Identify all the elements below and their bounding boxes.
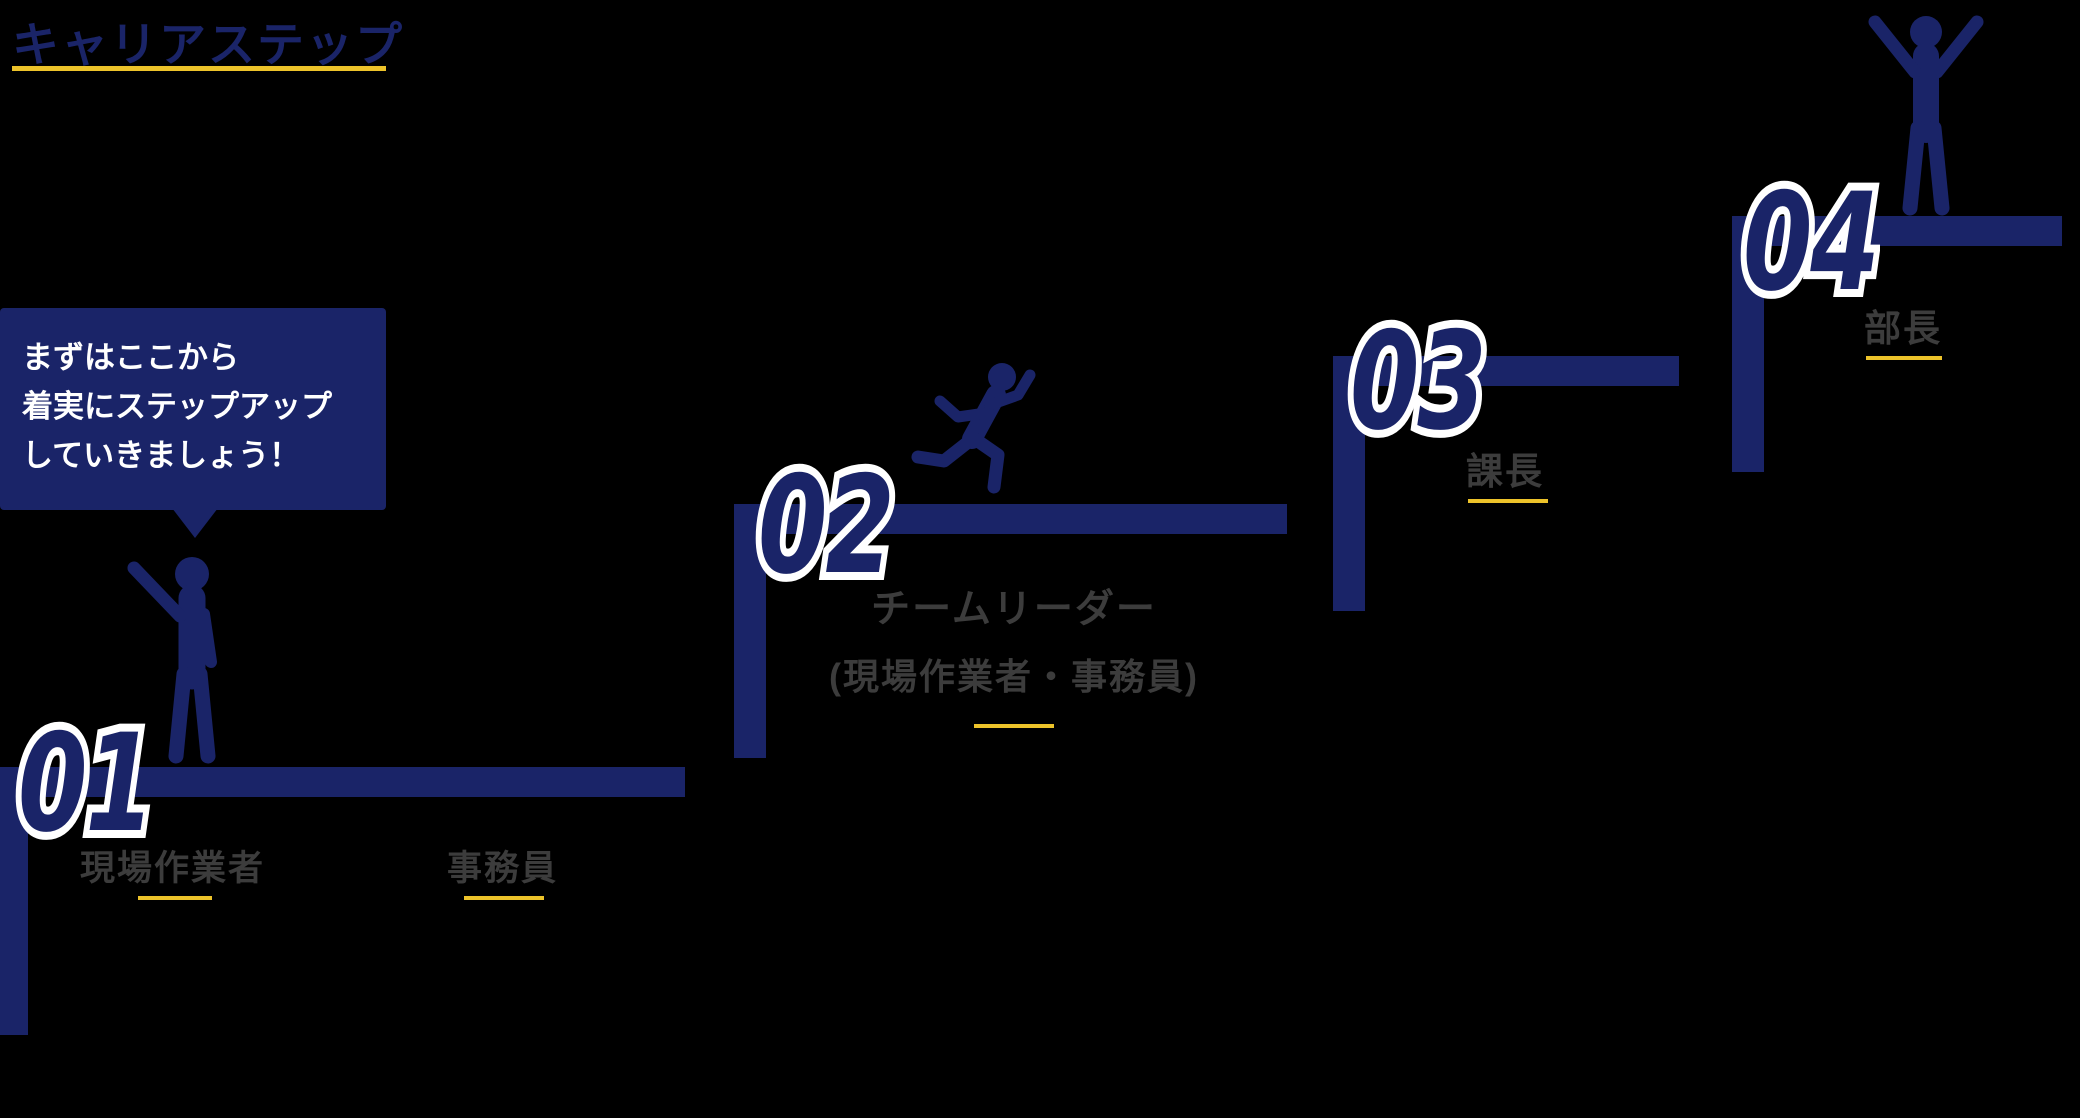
step4-tread	[1732, 216, 2062, 246]
title-underline	[12, 66, 386, 71]
speech-bubble-line-2: 着実にステップアップ	[22, 388, 332, 424]
running-person-icon	[910, 361, 1050, 504]
step2-label-sub: (現場作業者・事務員)	[829, 656, 1199, 697]
step3-tread	[1333, 356, 1679, 386]
step1-label-office-worker-underline	[464, 896, 544, 900]
step4-number-outline: 04	[1737, 164, 1886, 321]
step1-label-field-worker-underline	[138, 896, 212, 900]
speech-bubble-line-3: していきましょう！	[22, 437, 301, 473]
step1-number-fill: 01	[18, 705, 155, 862]
step1-label-office-worker: 事務員	[447, 849, 559, 888]
step1-riser	[0, 767, 28, 1035]
step2-number-fill: 02	[758, 447, 895, 604]
step4-label-department-chief: 部長	[1864, 308, 1942, 349]
step1-tread	[0, 767, 685, 797]
speech-bubble: まずはここから 着実にステップアップ していきましょう！	[0, 308, 386, 510]
step2-label-block: チームリーダー (現場作業者・事務員)	[744, 578, 1284, 728]
speech-bubble-tail	[172, 508, 218, 538]
step2-label-underline	[974, 724, 1054, 728]
page-title: キャリアステップ	[12, 18, 404, 71]
step2-number-outline: 02	[752, 447, 901, 604]
step3-number-outline: 03	[1344, 303, 1493, 460]
step4-riser	[1732, 216, 1764, 472]
step2-tread	[734, 504, 1287, 534]
step3-label-underline	[1468, 499, 1548, 503]
step3-number-fill: 03	[1350, 303, 1487, 460]
step4-number-fill: 04	[1743, 164, 1880, 321]
step3-riser	[1333, 356, 1365, 611]
cheering-person-icon	[1862, 12, 1990, 217]
step2-label-team-leader: チームリーダー	[871, 588, 1157, 631]
step3-label-section-chief: 課長	[1466, 451, 1544, 492]
step1-label-field-worker: 現場作業者	[80, 849, 266, 888]
speech-bubble-line-1: まずはここから	[22, 340, 239, 375]
step1-number-outline: 01	[12, 705, 161, 862]
step4-label-underline	[1866, 356, 1942, 360]
step2-riser	[734, 504, 766, 758]
waving-person-icon	[118, 550, 240, 768]
